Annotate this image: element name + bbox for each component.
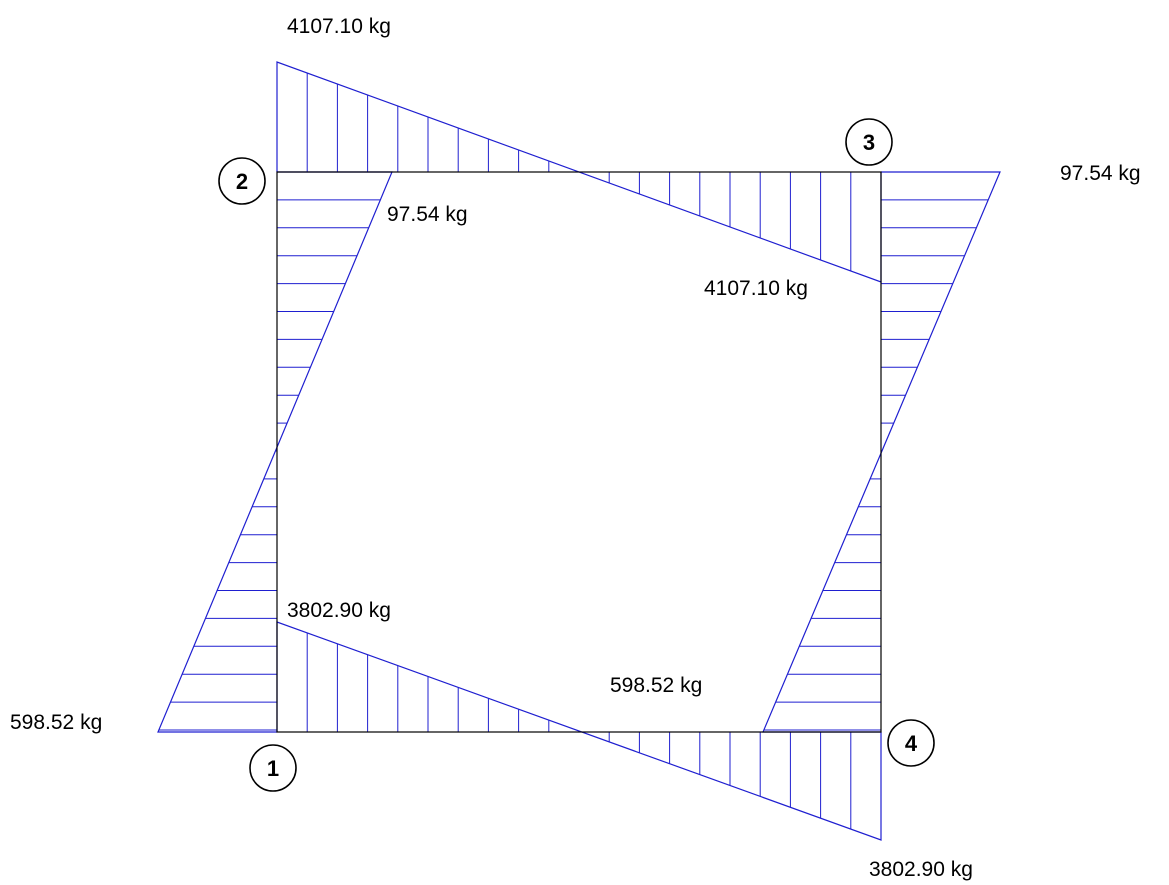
node-2: 2 [218, 157, 266, 205]
node-3: 3 [845, 118, 893, 166]
value-left-bottom-outer: 598.52 kg [10, 711, 102, 734]
value-bottom-left-inner: 3802.90 kg [287, 599, 391, 622]
diagram-outlines [157, 61, 1001, 841]
node-3-circle [845, 118, 893, 166]
node-2-label: 2 [236, 169, 248, 194]
frame [276, 171, 882, 733]
value-top-right-inner: 4107.10 kg [704, 277, 808, 300]
value-left-top-inner: 97.54 kg [387, 203, 468, 226]
right-column-hatching [763, 199, 989, 731]
node-2-circle [218, 157, 266, 205]
left-column-outline [157, 171, 393, 733]
node-4-circle [887, 719, 935, 767]
node-1-circle [249, 744, 297, 792]
node-1: 1 [249, 744, 297, 792]
node-4: 4 [887, 719, 935, 767]
node-4-label: 4 [905, 731, 918, 756]
value-bottom-inner: 598.52 kg [610, 674, 702, 697]
value-top-outer: 4107.10 kg [287, 15, 391, 38]
node-1-label: 1 [267, 756, 279, 781]
node-3-label: 3 [863, 130, 875, 155]
value-right-top-outer: 97.54 kg [1060, 162, 1141, 185]
bottom-beam-hatching [306, 632, 852, 830]
value-bottom-right-outer: 3802.90 kg [869, 858, 973, 881]
top-beam-hatching [306, 73, 852, 271]
left-column-hatching [158, 199, 381, 731]
